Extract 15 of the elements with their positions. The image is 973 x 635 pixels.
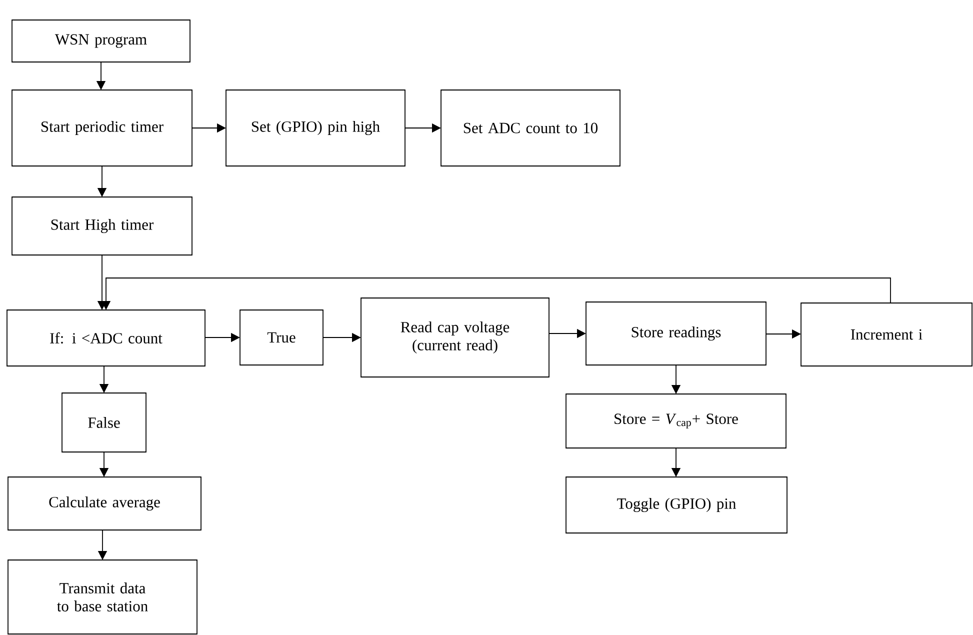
process-box: True [240, 310, 324, 366]
process-box: WSN program [12, 20, 190, 62]
process-box: False [62, 392, 146, 452]
process-box: Start periodic timer [12, 90, 192, 166]
process-box: Read cap voltage (current read) [360, 298, 550, 378]
process-box: Increment i [800, 302, 972, 366]
process-box: Start High timer [12, 196, 192, 256]
process-box: Store = V$_{cap}$+ Store [566, 394, 786, 448]
process-box: If: i <ADC count [6, 310, 206, 366]
process-box: Toggle (GPIO) pin [566, 476, 788, 534]
process-box: Set (GPIO) pin high [226, 90, 406, 166]
process-box: Transmit data to base station [8, 560, 198, 634]
process-box: Calculate average [8, 476, 202, 530]
process-box: Set ADC count to 10 [440, 90, 620, 166]
process-box: Store readings [586, 302, 766, 366]
